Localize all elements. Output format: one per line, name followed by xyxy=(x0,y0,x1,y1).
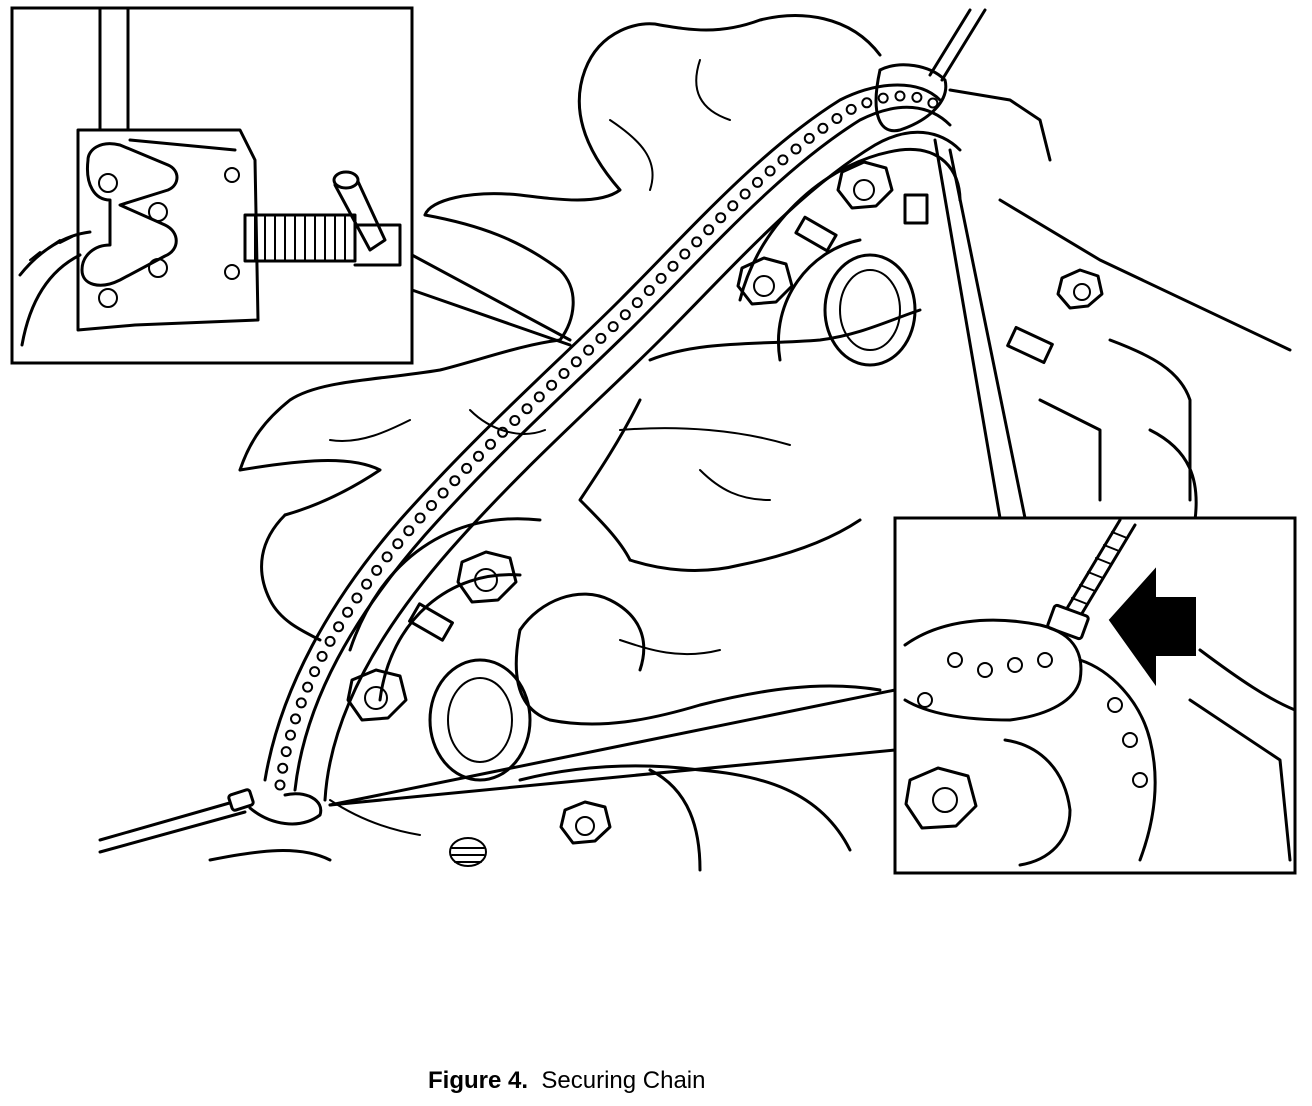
chain-securing-illustration xyxy=(10,6,1297,875)
figure-title: Securing Chain xyxy=(541,1067,706,1094)
timing-chain xyxy=(263,83,962,802)
engine-lower-edge xyxy=(208,764,852,872)
inset-tensioner-detail xyxy=(10,6,572,365)
arrow-icon xyxy=(1108,567,1196,687)
cable-tie-upper xyxy=(874,8,987,133)
figure-caption: Figure 4. Securing Chain xyxy=(428,1067,705,1095)
camshaft-sprocket-upper xyxy=(736,147,962,367)
cable-tie-lower xyxy=(98,788,323,854)
figure-number: Figure 4. xyxy=(428,1067,529,1094)
inset-cable-tie-detail xyxy=(328,138,1297,875)
shop-cloth xyxy=(514,308,922,726)
engine-cloth-outline xyxy=(238,14,882,642)
camshaft-sprocket-lower xyxy=(346,517,612,867)
cylinder-head xyxy=(948,88,1292,522)
